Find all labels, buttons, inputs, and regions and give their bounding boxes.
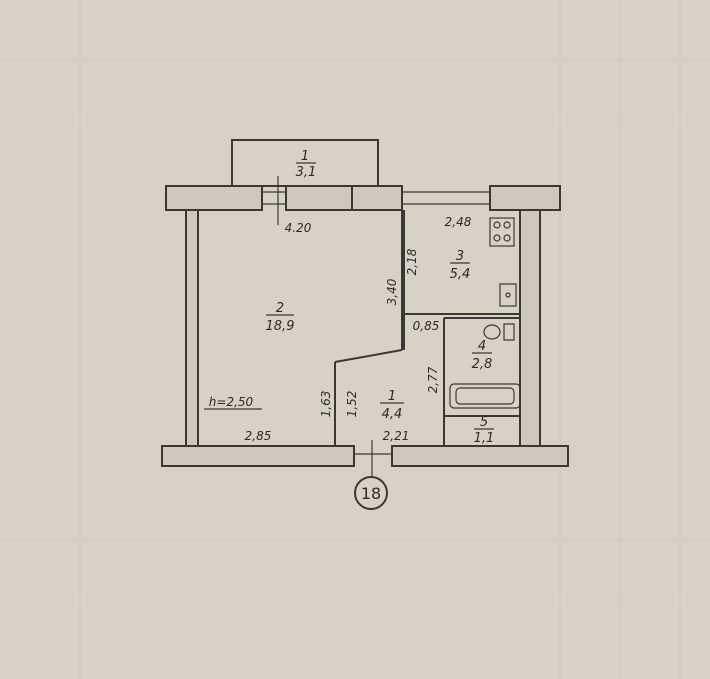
room-area-bathroom: 2,8 bbox=[472, 357, 493, 372]
partitions bbox=[334, 210, 520, 447]
room-area-balcony: 3,1 bbox=[296, 165, 317, 180]
dim-bath-vertical: 2,77 bbox=[426, 366, 440, 393]
bathtub-icon bbox=[449, 383, 521, 409]
dim-bottom-right: 2,21 bbox=[383, 429, 410, 443]
wall-right bbox=[519, 209, 541, 447]
dim-hall-vertical-2: 1,52 bbox=[345, 391, 359, 418]
room-number-storage: 5 bbox=[480, 415, 488, 430]
toilet-icon bbox=[483, 323, 515, 341]
wall-left bbox=[185, 209, 199, 447]
apartment-number-circle bbox=[354, 476, 388, 510]
stove-icon bbox=[489, 217, 515, 247]
dim-living-vertical: 3,40 bbox=[385, 278, 399, 305]
wall-top-left bbox=[165, 185, 263, 211]
room-number-bathroom: 4 bbox=[478, 339, 486, 354]
room-number-hall: 1 bbox=[388, 389, 396, 404]
dim-bath-width: 0,85 bbox=[413, 319, 440, 333]
room-area-hall: 4,4 bbox=[382, 407, 403, 422]
dim-kitchen-vertical: 2,18 bbox=[405, 248, 419, 275]
wall-bottom-left bbox=[161, 445, 355, 467]
room-area-living: 18,9 bbox=[266, 319, 295, 334]
wall-top-mid bbox=[285, 185, 353, 211]
window-top bbox=[261, 176, 490, 225]
dim-bottom-left: 2,85 bbox=[245, 429, 272, 443]
room-number-living: 2 bbox=[276, 301, 284, 316]
sink-icon bbox=[499, 283, 517, 307]
room-area-kitchen: 5,4 bbox=[450, 267, 471, 282]
dim-top-left: 4.20 bbox=[285, 221, 312, 235]
room-number-balcony: 1 bbox=[301, 149, 309, 164]
ceiling-height: h=2,50 bbox=[209, 395, 254, 409]
dim-top-right: 2,48 bbox=[445, 215, 472, 229]
entrance-marks bbox=[354, 440, 392, 476]
wall-top-mid2 bbox=[351, 185, 403, 211]
wall-top-right bbox=[489, 185, 561, 211]
wall-bottom-right bbox=[391, 445, 569, 467]
room-number-kitchen: 3 bbox=[456, 249, 464, 264]
dim-hall-vertical-1: 1,63 bbox=[319, 391, 333, 418]
room-area-storage: 1,1 bbox=[474, 431, 495, 446]
apartment-number: 18 bbox=[361, 484, 381, 503]
